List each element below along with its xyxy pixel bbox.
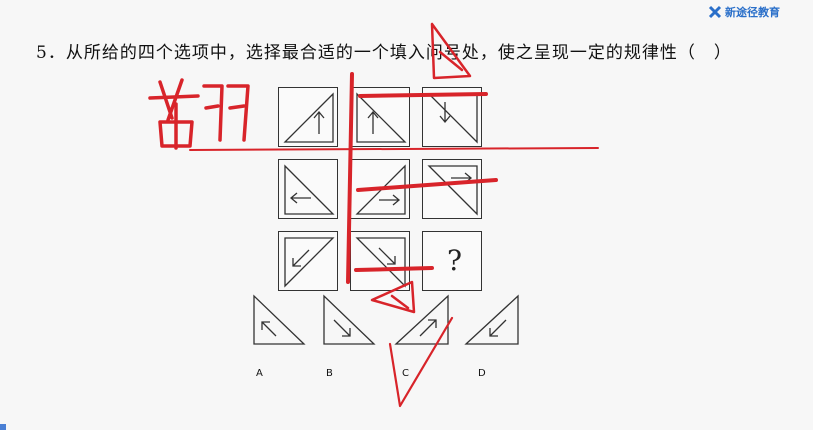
triangle-up-arrow-icon — [283, 92, 334, 143]
grid-cell-3-1 — [278, 231, 338, 291]
grid-cell-2-3 — [422, 159, 482, 219]
option-b-down-right-arrow-icon — [323, 294, 376, 345]
logo-text: 新途径教育 — [725, 6, 780, 19]
grid-cell-1-1 — [278, 87, 338, 147]
brand-logo: 新途径教育 — [708, 2, 808, 22]
option-d-down-left-arrow-icon — [464, 294, 519, 345]
option-a-figure[interactable] — [250, 292, 310, 352]
triangle-up-arrow-icon — [356, 92, 407, 143]
triangle-left-arrow-icon — [284, 164, 335, 215]
grid-cell-2-1 — [278, 159, 338, 219]
grid-cell-3-3: ? — [422, 231, 482, 291]
footer-marker — [0, 424, 6, 430]
triangle-down-left-arrow-icon — [284, 237, 335, 288]
handwritten-fan-character — [148, 78, 250, 150]
option-a-label[interactable]: A — [256, 368, 263, 379]
option-c-figure[interactable] — [392, 292, 452, 352]
triangle-down-right-arrow-icon — [355, 237, 406, 288]
question-mark: ? — [447, 244, 463, 277]
option-d-label[interactable]: D — [478, 368, 486, 379]
option-d-figure[interactable] — [462, 292, 522, 352]
option-c-up-right-arrow-icon — [394, 294, 449, 345]
grid-cell-1-2 — [350, 87, 410, 147]
option-a-up-left-arrow-icon — [253, 294, 306, 345]
option-b-label[interactable]: B — [326, 368, 333, 379]
grid-cell-1-3 — [422, 87, 482, 147]
question-text: 5．从所给的四个选项中，选择最合适的一个填入问号处，使之呈现一定的规律性（ ） — [36, 43, 732, 63]
option-b-figure[interactable] — [320, 292, 380, 352]
grid-cell-2-2 — [350, 159, 410, 219]
grid-cell-3-2 — [350, 231, 410, 291]
triangle-down-arrow-icon — [427, 93, 478, 144]
triangle-right-arrow-icon — [427, 165, 478, 216]
triangle-right-arrow-icon — [355, 164, 406, 215]
logo-x-icon — [708, 5, 722, 19]
option-c-label[interactable]: C — [402, 368, 409, 379]
